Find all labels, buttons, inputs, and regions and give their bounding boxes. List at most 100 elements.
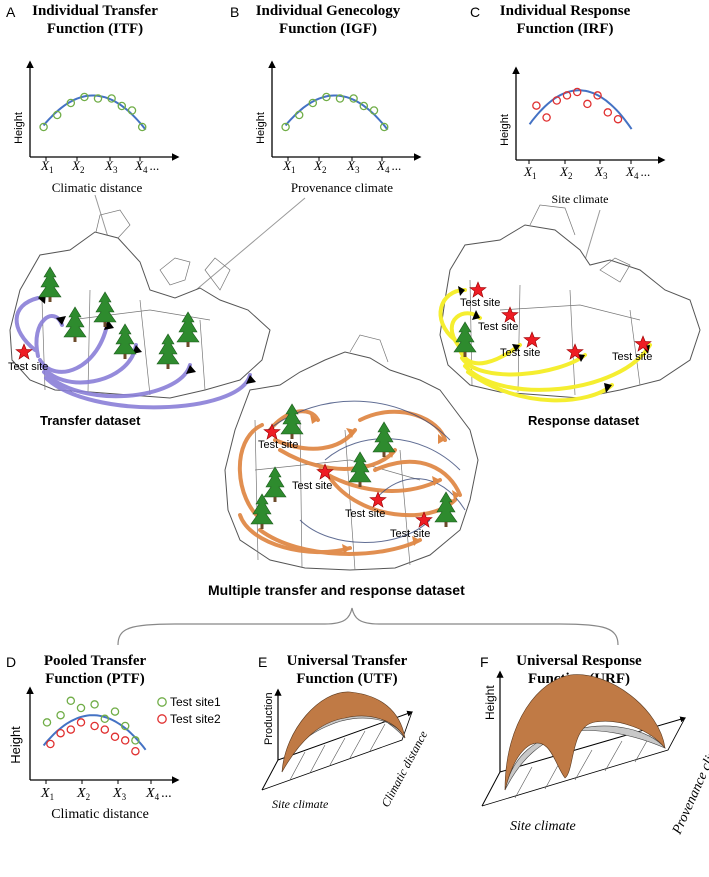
panel-f-title-line1: Universal Response bbox=[516, 653, 642, 669]
panel-b-title-line2: Function (IGF) bbox=[279, 21, 377, 37]
multiple-map: Test site Test site Test site Test site bbox=[224, 334, 479, 571]
response-dataset-caption: Response dataset bbox=[528, 413, 640, 428]
panel-b-title-line1: Individual Genecology bbox=[255, 3, 401, 19]
panel-a-title: Individual Transfer Function (ITF) bbox=[20, 2, 170, 38]
panel-c-title: Individual Response Function (IRF) bbox=[480, 2, 650, 38]
data-point-a-s1-8 bbox=[127, 106, 137, 115]
data-point-a-s1-9 bbox=[137, 122, 147, 132]
tick-label-d-4: X4... bbox=[145, 786, 172, 802]
data-point-d-s2-3 bbox=[66, 725, 76, 734]
data-point-d-s2-2 bbox=[56, 728, 65, 738]
data-point-c-s1-1 bbox=[532, 101, 541, 110]
tick-label-a-4: X4... bbox=[134, 158, 159, 175]
panel-a-letter: A bbox=[6, 4, 16, 20]
tick-label-c-2: X2 bbox=[559, 164, 572, 181]
data-point-b-s1-6 bbox=[349, 94, 358, 103]
data-point-c-s1-9 bbox=[613, 114, 623, 124]
panel-f-xlabel: Site climate bbox=[510, 819, 576, 834]
data-point-d-s1-3 bbox=[66, 696, 76, 706]
chart-c-xlabel: Site climate bbox=[552, 192, 609, 206]
multiple-dataset-caption: Multiple transfer and response dataset bbox=[208, 582, 465, 598]
tick-label-b-2: X2 bbox=[313, 158, 326, 175]
chart-b-axes bbox=[268, 60, 422, 161]
panel-f-zlabel: Height bbox=[483, 685, 497, 720]
data-point-c-s1-2 bbox=[542, 113, 551, 122]
data-point-a-s1-4 bbox=[80, 92, 89, 102]
panel-e-title-line2: Function (UTF) bbox=[296, 671, 398, 687]
panel-e-title-line1: Universal Transfer bbox=[286, 653, 408, 669]
data-point-b-s1-5 bbox=[335, 94, 345, 103]
panel-e-zlabel: Production bbox=[263, 692, 275, 745]
data-point-a-s1-7 bbox=[117, 101, 127, 111]
panel-e-title: Universal Transfer Function (UTF) bbox=[272, 652, 422, 688]
legend-label-site1: Test site1 bbox=[170, 695, 221, 709]
panel-e-surface-plot: Production Site climate Climatic distanc… bbox=[261, 688, 431, 811]
data-point-d-s1-6 bbox=[100, 714, 110, 724]
data-point-c-s1-3 bbox=[552, 96, 562, 105]
response-map-test-site-3: Test site bbox=[500, 347, 540, 359]
leader-line-b bbox=[189, 197, 306, 296]
data-point-b-s1-1 bbox=[281, 122, 290, 132]
panel-c-title-line2: Function (IRF) bbox=[516, 21, 614, 37]
data-point-d-s1-7 bbox=[110, 707, 120, 716]
points-layer bbox=[39, 87, 623, 756]
data-point-d-s1-5 bbox=[90, 700, 99, 709]
multiple-map-test-site-1: Test site bbox=[258, 439, 298, 451]
chart-b-ylabel: Height bbox=[255, 112, 267, 144]
panel-b-title: Individual Genecology Function (IGF) bbox=[238, 2, 418, 38]
chart-d-axes bbox=[26, 686, 180, 784]
tick-label-b-4: X4... bbox=[376, 158, 401, 175]
data-point-d-s2-1 bbox=[46, 739, 55, 749]
chart-a-xlabel: Climatic distance bbox=[52, 180, 143, 195]
response-map-test-site-2: Test site bbox=[478, 321, 518, 333]
data-point-b-s1-3 bbox=[308, 98, 318, 108]
brace bbox=[117, 607, 619, 646]
data-point-a-s1-1 bbox=[39, 122, 48, 132]
chart-d-xlabel: Climatic distance bbox=[51, 807, 149, 822]
tick-label-a-2: X2 bbox=[71, 158, 84, 175]
panel-e-xlabel: Site climate bbox=[272, 797, 329, 811]
data-point-a-s1-3 bbox=[66, 98, 76, 108]
panel-a-title-line1: Individual Transfer bbox=[32, 3, 158, 19]
data-point-b-s1-2 bbox=[294, 110, 304, 120]
transfer-map: Test site bbox=[8, 209, 271, 410]
panel-e-letter: E bbox=[258, 654, 268, 670]
tick-label-c-3: X3 bbox=[594, 164, 608, 181]
legend-marker-site1 bbox=[157, 697, 167, 707]
fit-curve-c bbox=[528, 89, 633, 130]
panel-e-ylabel: Climatic distance bbox=[378, 728, 430, 810]
data-point-d-s1-1 bbox=[42, 718, 52, 727]
response-map: Test site Test site Test site Test site bbox=[438, 204, 701, 403]
tick-label-d-1: X1 bbox=[40, 786, 54, 802]
tick-label-c-1: X1 bbox=[523, 164, 536, 181]
data-point-b-s1-4 bbox=[322, 92, 331, 102]
chart-a-ylabel: Height bbox=[13, 112, 25, 144]
data-point-d-s2-5 bbox=[90, 721, 99, 731]
data-point-d-s2-9 bbox=[131, 746, 140, 756]
data-point-d-s1-8 bbox=[120, 721, 130, 731]
data-point-c-s1-6 bbox=[583, 99, 592, 109]
tick-label-c-4: X4... bbox=[625, 164, 650, 181]
panel-d-letter: D bbox=[6, 654, 17, 670]
fit-curve-d bbox=[42, 714, 147, 751]
legend-label-site2: Test site2 bbox=[170, 712, 221, 726]
data-point-b-s1-7 bbox=[359, 101, 369, 111]
data-point-d-s2-8 bbox=[120, 736, 130, 745]
panel-c-letter: C bbox=[470, 4, 481, 20]
data-point-c-s1-8 bbox=[603, 108, 613, 117]
panel-d-title-line2: Function (PTF) bbox=[45, 671, 145, 687]
chart-c-axes bbox=[512, 66, 666, 164]
response-map-test-site-1: Test site bbox=[460, 297, 500, 309]
data-point-b-s1-9 bbox=[379, 122, 389, 132]
tick-label-d-3: X3 bbox=[112, 786, 127, 802]
tick-label-b-3: X3 bbox=[346, 158, 360, 175]
chart-d-legend: Test site1 Test site2 bbox=[157, 695, 221, 726]
multiple-map-test-site-2: Test site bbox=[292, 480, 332, 492]
data-point-a-s1-5 bbox=[93, 94, 103, 103]
data-point-c-s1-4 bbox=[562, 91, 572, 100]
panel-d-title: Pooled Transfer Function (PTF) bbox=[20, 652, 170, 688]
legend-marker-site2 bbox=[157, 714, 167, 724]
tick-label-a-1: X1 bbox=[40, 158, 53, 175]
data-point-d-s1-4 bbox=[76, 703, 86, 713]
